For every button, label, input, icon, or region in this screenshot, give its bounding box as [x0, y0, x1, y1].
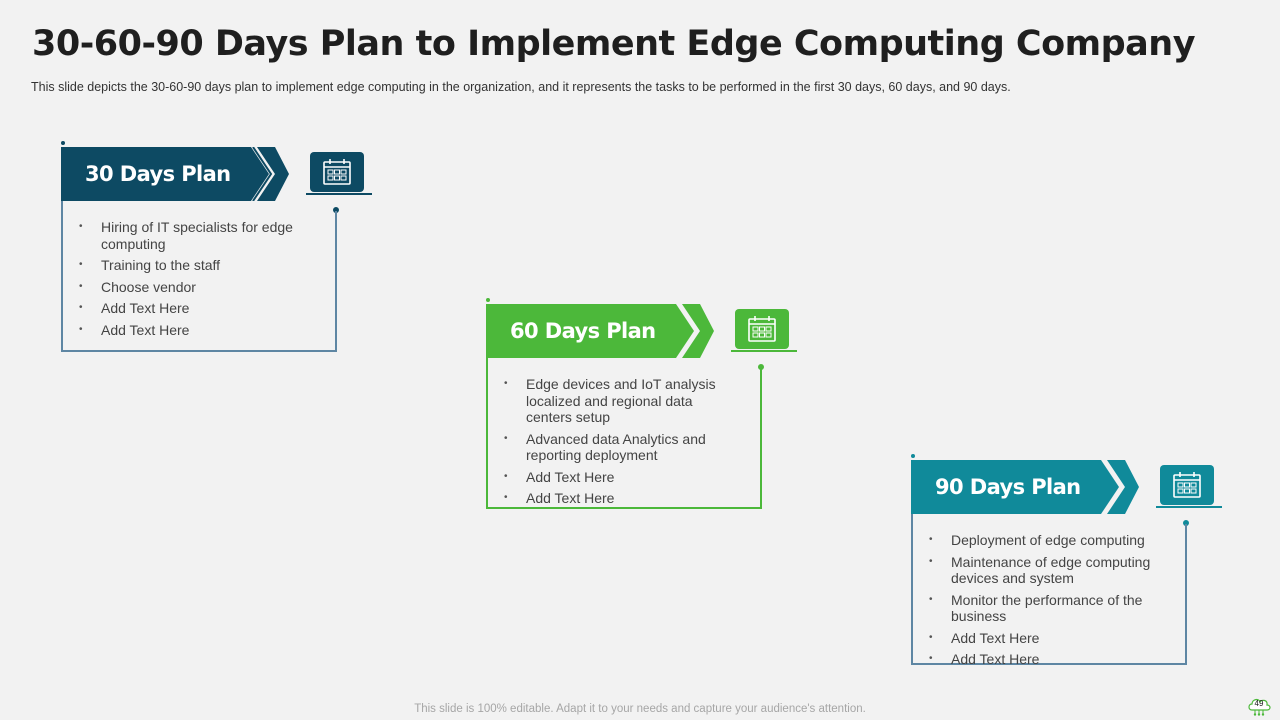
plan-marker-dot: [486, 298, 490, 302]
connector-line: [1185, 524, 1187, 664]
list-item: Choose vendor: [79, 279, 309, 296]
plan-task-list: Deployment of edge computing Maintenance…: [929, 532, 1159, 673]
slide-subtitle: This slide depicts the 30-60-90 days pla…: [31, 80, 1011, 94]
plan-title: 90 Days Plan: [935, 475, 1081, 499]
list-item: Add Text Here: [929, 651, 1159, 668]
list-item: Training to the staff: [79, 257, 309, 274]
plan-header-arrow: [911, 460, 1139, 514]
plan-header-arrow: [61, 147, 289, 201]
connector-line: [760, 368, 762, 508]
list-item: Advanced data Analytics and reporting de…: [504, 431, 734, 464]
list-item: Add Text Here: [504, 490, 734, 507]
slide-title: 30-60-90 Days Plan to Implement Edge Com…: [32, 24, 1196, 64]
connector-dot: [333, 207, 339, 213]
plan-marker-dot: [911, 454, 915, 458]
list-item: Add Text Here: [929, 630, 1159, 647]
plan-title: 30 Days Plan: [85, 162, 231, 186]
connector-dot: [758, 364, 764, 370]
plan-title: 60 Days Plan: [510, 319, 656, 343]
footer-note: This slide is 100% editable. Adapt it to…: [414, 703, 866, 715]
calendar-icon: [1173, 472, 1201, 498]
plan-task-list: Hiring of IT specialists for edge comput…: [79, 219, 309, 343]
plan-header-arrow: [486, 304, 714, 358]
plan-body: Edge devices and IoT analysis localized …: [486, 358, 762, 509]
list-item: Add Text Here: [504, 469, 734, 486]
list-item: Edge devices and IoT analysis localized …: [504, 376, 734, 426]
list-item: Hiring of IT specialists for edge comput…: [79, 219, 309, 252]
list-item: Add Text Here: [79, 322, 309, 339]
list-item: Maintenance of edge computing devices an…: [929, 554, 1159, 587]
page-number: 49: [1254, 699, 1264, 708]
list-item: Deployment of edge computing: [929, 532, 1159, 549]
plan-task-list: Edge devices and IoT analysis localized …: [504, 376, 734, 512]
plan-body: Hiring of IT specialists for edge comput…: [61, 201, 337, 352]
plan-body: Deployment of edge computing Maintenance…: [911, 514, 1187, 667]
connector-dot: [1183, 520, 1189, 526]
plan-marker-dot: [61, 141, 65, 145]
list-item: Monitor the performance of the business: [929, 592, 1159, 625]
connector-line: [335, 211, 337, 351]
calendar-icon: [323, 159, 351, 185]
list-item: Add Text Here: [79, 300, 309, 317]
calendar-icon: [748, 316, 776, 342]
cloud-icon: [1248, 698, 1271, 716]
